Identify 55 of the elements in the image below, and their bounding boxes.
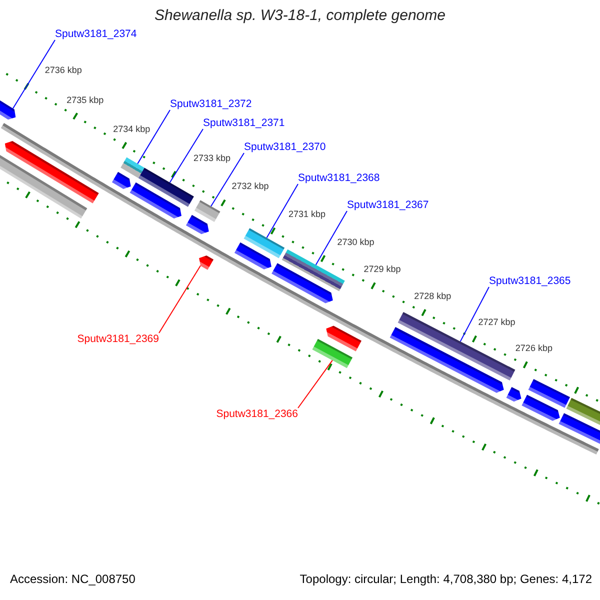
gene-feature [312,338,353,368]
gene-feature [138,168,194,207]
gene-feature [0,154,88,219]
gene-feature [194,200,220,222]
leader-line [210,152,244,207]
gene-label: Sputw3181_2372 [170,98,252,110]
gene-label: Sputw3181_2367 [347,199,429,211]
tick-label: 2731 kbp [288,209,326,220]
gene-label: Sputw3181_2366 [216,408,298,420]
tick-label: 2733 kbp [194,152,231,163]
tick-label: 2728 kbp [414,290,452,301]
tick-label: 2735 kbp [66,94,104,105]
tick-label: 2726 kbp [515,342,552,353]
gene-label: Sputw3181_2369 [77,333,159,345]
gene-feature [234,242,272,270]
tick-label: 2730 kbp [337,236,374,247]
gene-feature [566,398,600,425]
leader-line [298,360,333,408]
leader-line [169,128,204,183]
tick-label: 2729 kbp [364,264,401,274]
leader-line [12,40,56,109]
gene-feature [398,312,516,380]
gene-label: Sputw3181_2371 [203,117,285,129]
gene-feature [506,387,522,402]
leader-line [137,110,170,164]
gene-feature [186,214,209,234]
gene-label: Sputw3181_2368 [298,172,380,184]
gene-feature [0,100,16,120]
leader-line [460,286,490,342]
gene-label: Sputw3181_2365 [489,275,571,287]
gene-feature [326,326,362,352]
gene-feature [558,413,600,444]
genome-summary: Topology: circular; Length: 4,708,380 bp; Genes: 4,172 [300,572,592,586]
title: Shewanella sp. W3-18-1, complete genome [154,7,446,24]
leader-line [315,210,348,266]
leader-line [158,265,202,334]
gene-feature [272,263,333,304]
gene-feature [282,249,345,292]
tick-label: 2732 kbp [232,181,269,192]
gene-feature [4,141,99,204]
gene-label: Sputw3181_2374 [55,28,137,40]
gene-label: Sputw3181_2370 [244,141,326,153]
gene-feature [522,394,560,421]
gene-feature [528,379,570,408]
tick-label: 2736 kbp [44,65,82,76]
gene-feature [199,255,214,270]
gene-feature [120,157,144,178]
gene-feature [112,172,131,189]
tick-label: 2727 kbp [478,317,516,328]
gene-feature [390,327,504,393]
tick-label: 2734 kbp [113,124,150,134]
gene-feature [130,182,182,218]
gene-feature [244,228,285,258]
leader-line [266,184,298,238]
accession-label: Accession: NC_008750 [10,572,136,586]
